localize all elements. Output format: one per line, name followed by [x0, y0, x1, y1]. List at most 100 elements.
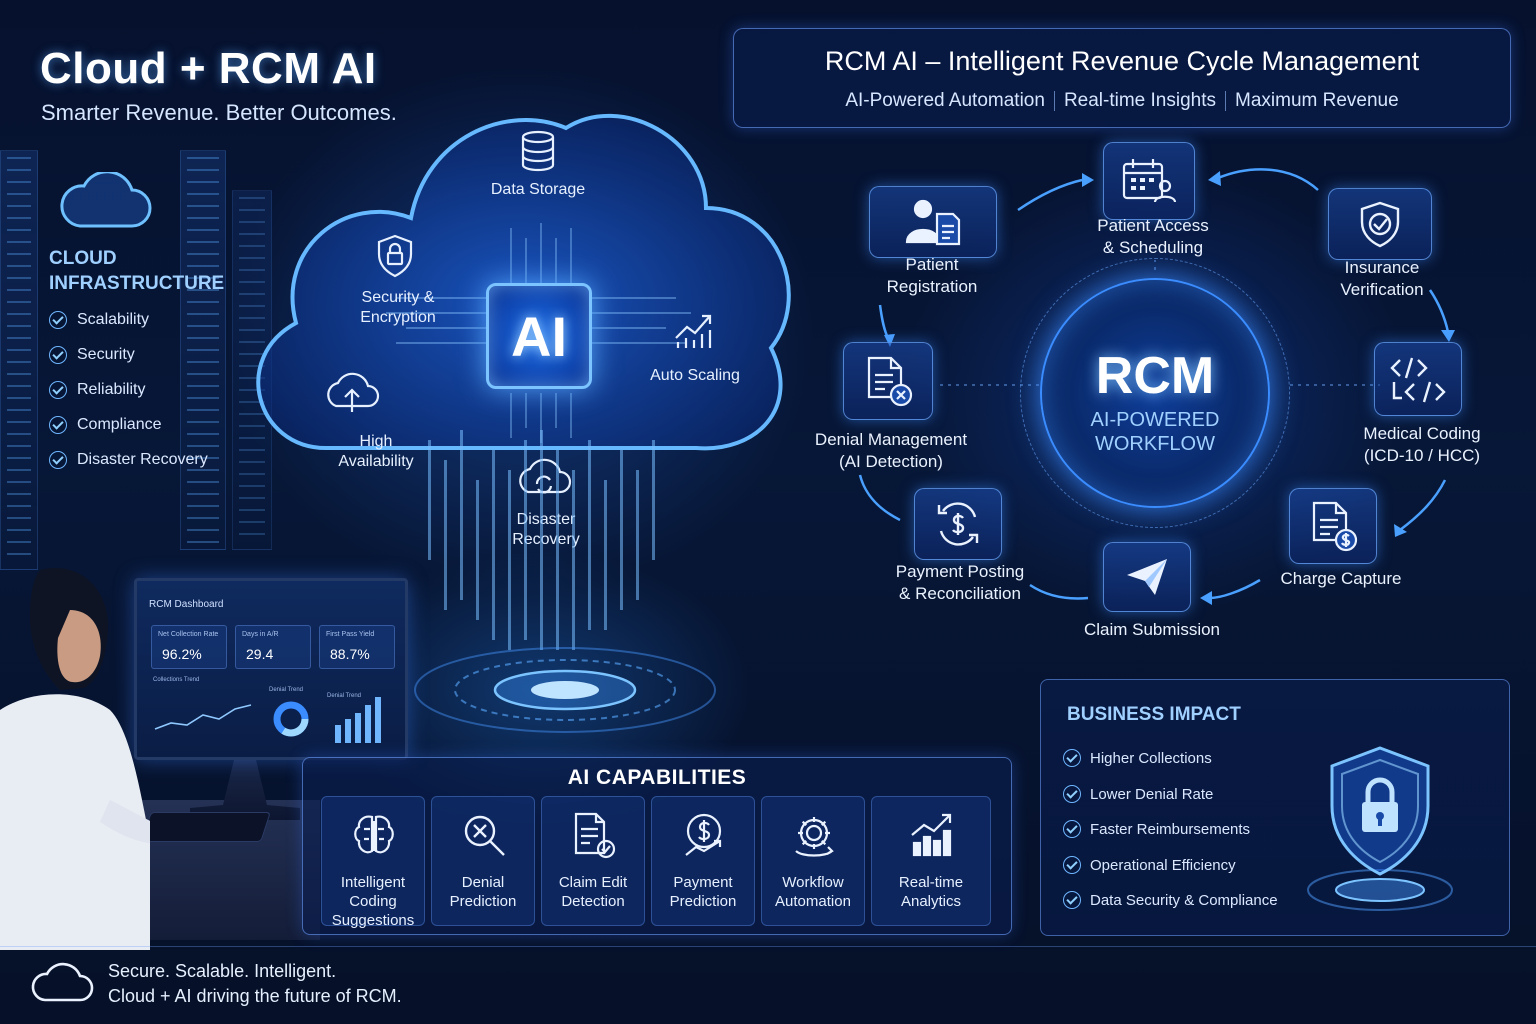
footer-divider [0, 946, 1536, 947]
document-check-icon [570, 811, 618, 859]
check-icon [1063, 891, 1081, 909]
security-shield-icon [1300, 740, 1460, 925]
rcm-header-tags: AI-Powered Automation Real-time Insights… [734, 90, 1510, 112]
infrastructure-item: Disaster Recovery [49, 451, 208, 469]
brain-icon [350, 811, 398, 859]
workflow-label-claim-submission: Claim Submission [1083, 620, 1221, 639]
code-icon [1388, 354, 1448, 404]
dashboard-monitor: RCM Dashboard Net Collection Rate 96.2% … [134, 578, 408, 760]
workflow-connectors [858, 168, 1455, 605]
rcm-center-hub: RCM AI-POWERED WORKFLOW [1040, 278, 1270, 508]
page-subtitle: Smarter Revenue. Better Outcomes. [41, 100, 397, 125]
impact-item: Faster Reimbursements [1063, 820, 1250, 838]
kpi-card: Days in A/R 29.4 [235, 625, 311, 669]
rcm-header-box: RCM AI – Intelligent Revenue Cycle Manag… [733, 28, 1511, 128]
tag-separator [1053, 91, 1055, 111]
database-icon [520, 130, 556, 172]
check-icon [1063, 856, 1081, 874]
document-denied-icon [863, 355, 913, 407]
impact-item: Operational Efficiency [1063, 856, 1236, 874]
trend-label: Denial Trend [327, 693, 362, 699]
kpi-card: First Pass Yield 88.7% [319, 625, 395, 669]
check-icon [49, 346, 67, 364]
check-icon [49, 311, 67, 329]
dashboard-charts [154, 697, 381, 743]
infrastructure-item: Scalability [49, 311, 149, 329]
cloud-upload-icon [322, 368, 382, 416]
kpi-card: Net Collection Rate 96.2% [151, 625, 227, 669]
rcm-center-title: RCM [1095, 347, 1215, 405]
infrastructure-title: CLOUD INFRASTRUCTURE [49, 248, 225, 294]
magnifier-x-icon [460, 811, 508, 859]
check-icon [49, 451, 67, 469]
data-stream [380, 420, 700, 665]
server-rack [180, 150, 226, 550]
cloud-icon [30, 962, 94, 1004]
cloud-icon [58, 172, 152, 230]
lock-shield-icon [375, 234, 415, 278]
person-at-desk [0, 560, 170, 955]
check-icon [1063, 785, 1081, 803]
impact-item: Data Security & Compliance [1063, 891, 1278, 909]
workflow-label-medical-coding: Medical Coding(ICD-10 / HCC) [1363, 424, 1481, 465]
tag-automation: AI-Powered Automation [845, 90, 1045, 111]
ai-capabilities-title: AI CAPABILITIES [567, 766, 747, 789]
keyboard [141, 812, 271, 842]
cloud-feature-disaster-recovery: Disaster Recovery [512, 511, 580, 548]
impact-item: Lower Denial Rate [1063, 785, 1213, 803]
workflow-label-charge-capture: Charge Capture [1280, 569, 1402, 588]
dollar-cycle-icon [933, 499, 983, 549]
rcm-center-subtitle: AI-POWERED WORKFLOW [1090, 409, 1220, 455]
bar-chart-icon [908, 811, 956, 859]
workflow-step-medical-coding [1374, 342, 1462, 416]
page-title: Cloud + RCM AI [40, 44, 377, 93]
workflow-step-claim-submission [1103, 542, 1191, 612]
workflow-label-patient-access: Patient Access& Scheduling [1097, 216, 1209, 257]
rcm-center-ring [1020, 258, 1290, 528]
workflow-step-insurance [1328, 188, 1432, 260]
check-icon [1063, 820, 1081, 838]
check-icon [1063, 749, 1081, 767]
monitor-stand [190, 760, 300, 820]
rcm-header-title: RCM AI – Intelligent Revenue Cycle Manag… [824, 46, 1420, 76]
workflow-label-denial-management: Denial Management(AI Detection) [814, 430, 968, 471]
user-document-icon [903, 198, 963, 246]
dollar-growth-icon [680, 811, 728, 859]
infrastructure-item: Security [49, 346, 135, 364]
cloud-feature-auto-scaling: Auto Scaling [650, 367, 740, 384]
ai-chip: AI [486, 283, 592, 389]
glow-portal [400, 630, 730, 745]
calendar-user-icon [1121, 156, 1177, 206]
workflow-step-patient-registration [869, 186, 997, 258]
infrastructure-item: Compliance [49, 416, 161, 434]
tag-revenue: Maximum Revenue [1235, 90, 1399, 111]
check-icon [49, 381, 67, 399]
dashboard-title: RCM Dashboard [149, 599, 224, 610]
impact-item: Higher Collections [1063, 749, 1212, 767]
business-impact-title: BUSINESS IMPACT [1067, 704, 1241, 725]
cloud-feature-high-availability: High Availability [338, 433, 414, 470]
workflow-step-charge-capture [1289, 488, 1377, 564]
footer-tagline: Secure. Scalable. Intelligent. [108, 961, 337, 981]
growth-chart-icon [672, 308, 716, 350]
trend-label: Collections Trend [153, 677, 200, 683]
workflow-step-denial-management [843, 342, 933, 420]
workflow-label-payment-posting: Payment Posting& Reconciliation [895, 562, 1025, 603]
workflow-step-patient-access [1103, 142, 1195, 220]
gear-cycle-icon [790, 811, 838, 859]
paper-plane-icon [1125, 557, 1169, 597]
